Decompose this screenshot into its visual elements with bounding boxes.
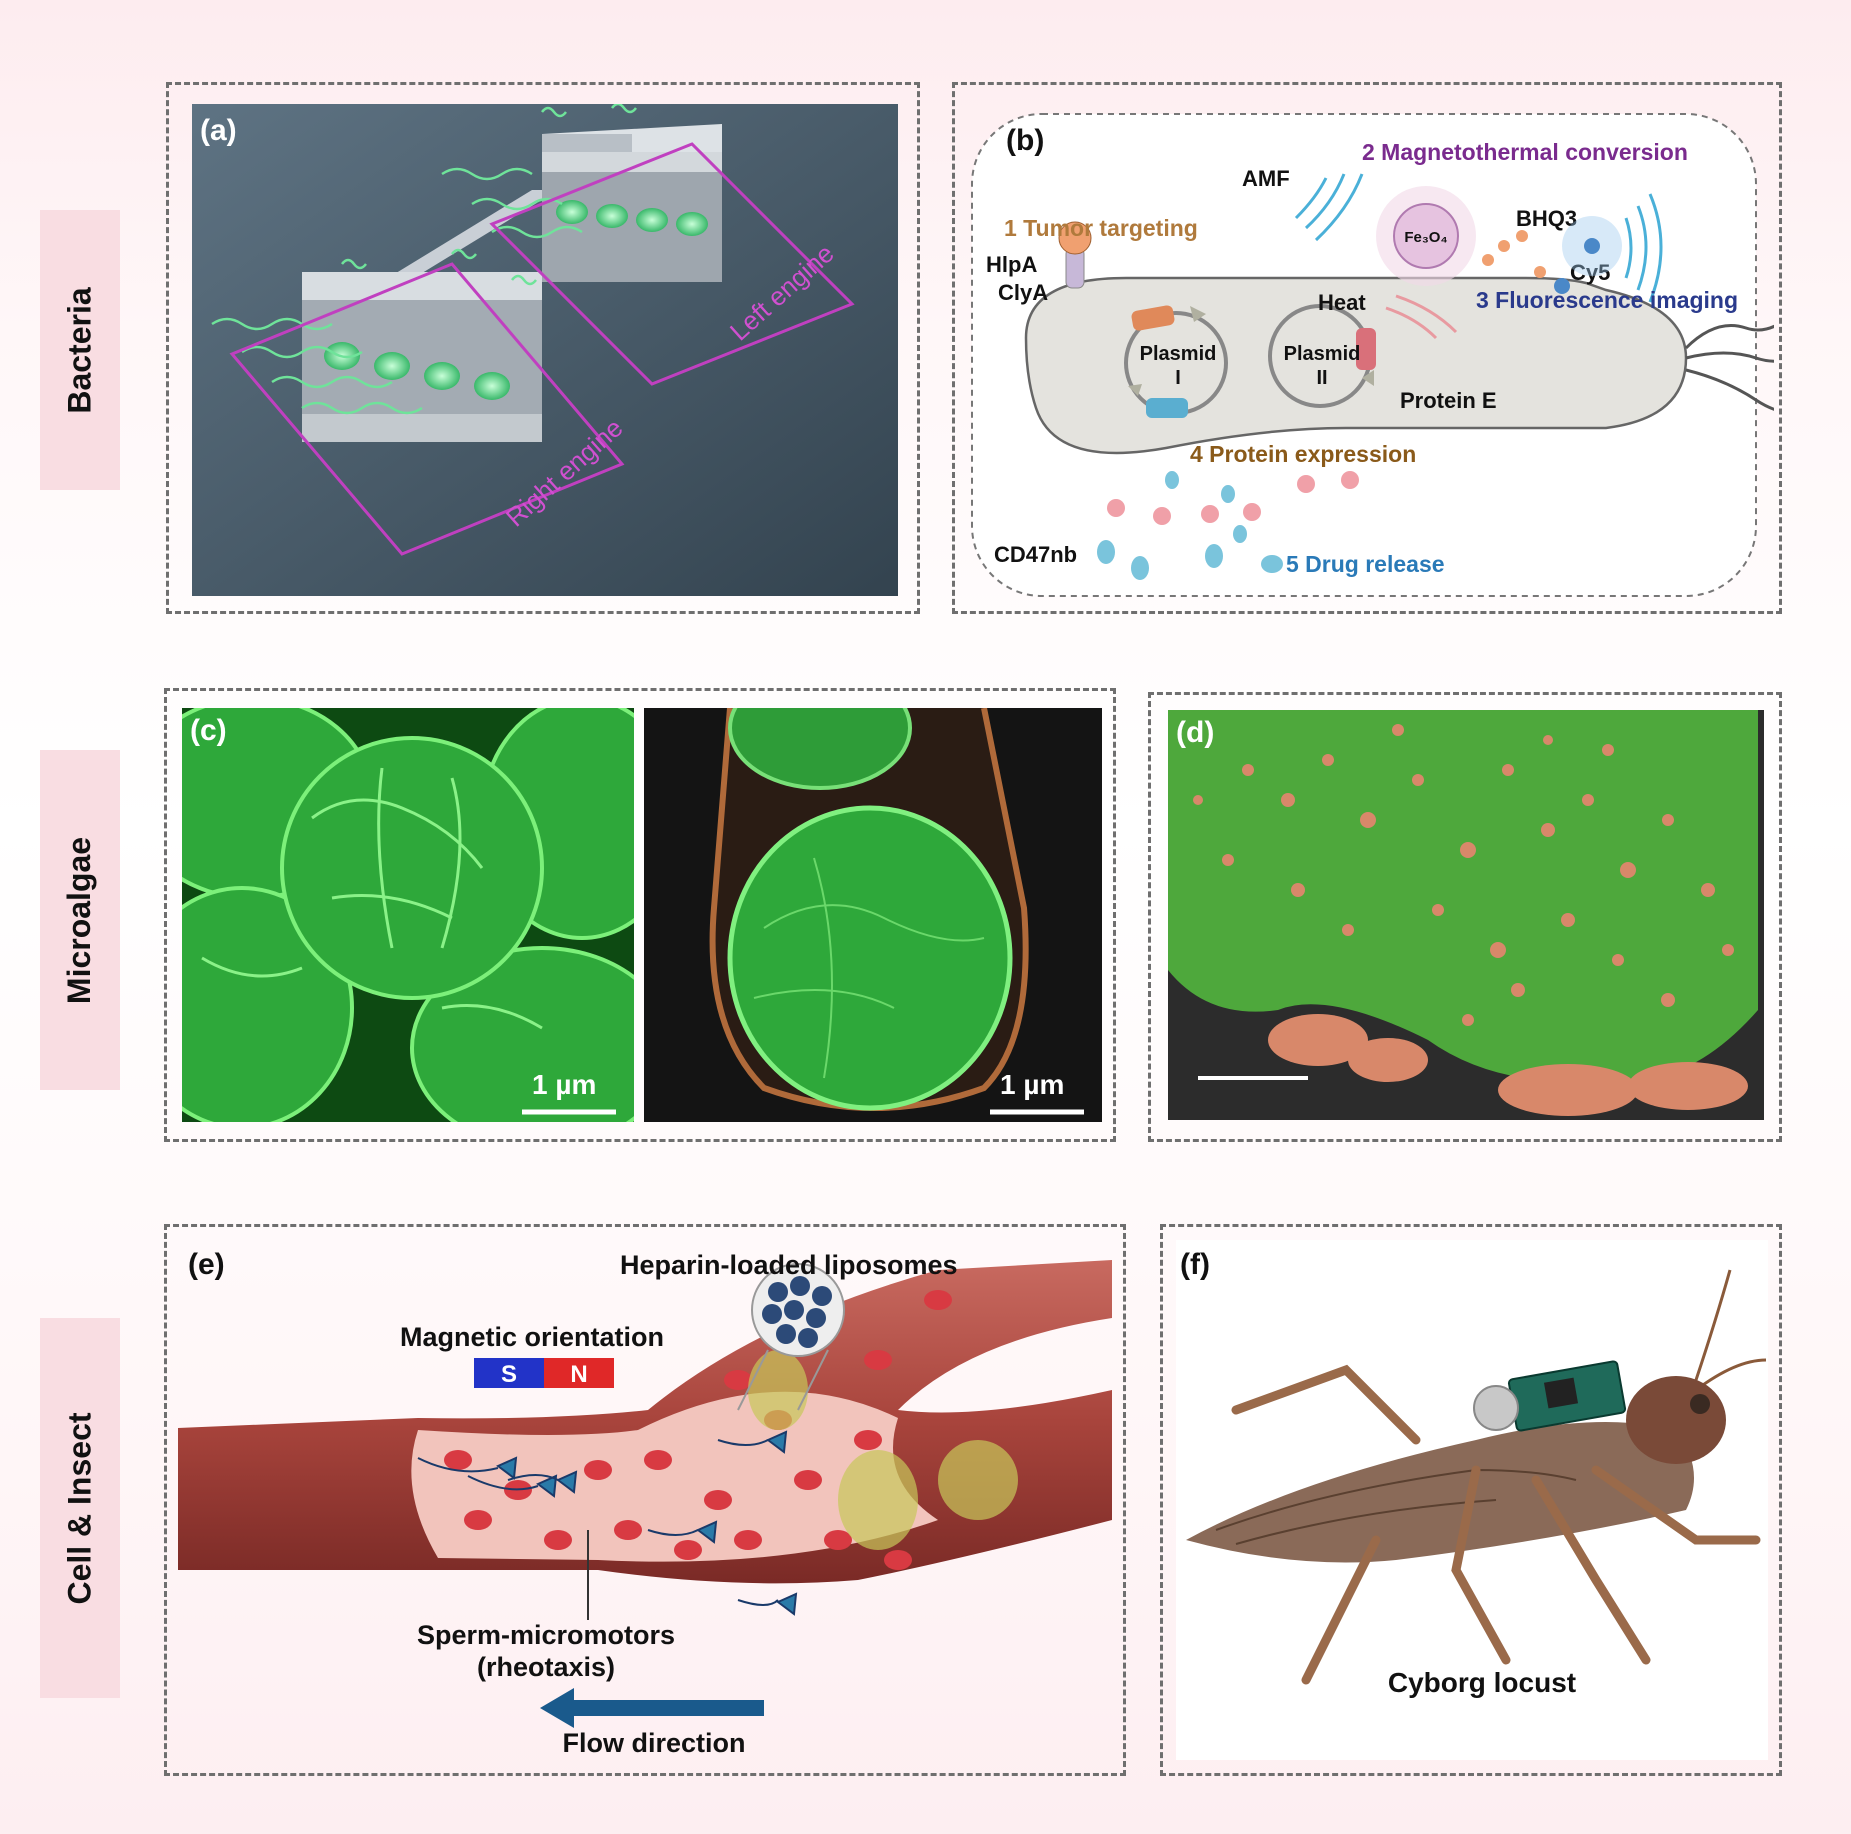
panel-c-right-scale: 1 µm <box>1000 1069 1064 1100</box>
panel-a-image: Left engine Right engine (a) <box>192 104 898 596</box>
fe3o4-label: Fe₃O₄ <box>1404 229 1447 246</box>
clya-label: ClyA <box>998 280 1048 305</box>
plasmid-1-name: Plasmid <box>1140 343 1217 365</box>
cd47nb-label: CD47nb <box>994 542 1077 567</box>
cy5-label: Cy5 <box>1570 260 1610 285</box>
sperm-label-1: Sperm-micromotors <box>417 1620 675 1650</box>
plasmid-1-num: I <box>1175 367 1181 389</box>
row-label-cell-insect-text: Cell & Insect <box>61 1411 98 1605</box>
plasmid-2-name: Plasmid <box>1284 343 1361 365</box>
panel-c-left-scale: 1 µm <box>532 1069 596 1100</box>
row-label-microalgae-text: Microalgae <box>61 836 98 1004</box>
step2-label: 2 Magnetothermal conversion <box>1362 139 1688 165</box>
liposomes-label: Heparin-loaded liposomes <box>620 1250 958 1280</box>
cyborg-locust-label: Cyborg locust <box>1388 1667 1576 1698</box>
flow-direction-label: Flow direction <box>562 1728 745 1758</box>
panel-f-image: (f) Cyborg locust <box>1176 1240 1768 1760</box>
panel-c-label: (c) <box>190 714 227 747</box>
panel-c-right-image: 1 µm <box>644 708 1102 1122</box>
panel-b-label: (b) <box>1006 124 1044 157</box>
step4-label: 4 Protein expression <box>1190 441 1416 467</box>
panel-c-left-image: 1 µm (c) <box>182 708 634 1122</box>
panel-e-label: (e) <box>188 1248 225 1281</box>
bhq3-label: BHQ3 <box>1516 206 1577 231</box>
row-label-bacteria: Bacteria <box>40 210 120 490</box>
frame-d <box>1148 692 1782 1142</box>
row-label-bacteria-text: Bacteria <box>61 286 98 414</box>
panel-f-label: (f) <box>1180 1248 1210 1281</box>
sperm-label-2: (rheotaxis) <box>477 1652 615 1682</box>
step5-label: 5 Drug release <box>1286 551 1445 577</box>
step3-label: 3 Fluorescence imaging <box>1476 287 1738 313</box>
panel-e-diagram: (e) Heparin-loaded liposomes Magnetic or… <box>178 1248 1112 1758</box>
plasmid-2-num: II <box>1316 367 1327 389</box>
frame-f <box>1160 1224 1782 1776</box>
frame-b <box>952 82 1782 614</box>
frame-c <box>164 688 1116 1142</box>
step1-label: 1 Tumor targeting <box>1004 215 1198 241</box>
magnetic-label: Magnetic orientation <box>400 1322 664 1352</box>
panel-a-label: (a) <box>200 114 237 147</box>
panel-d-label: (d) <box>1176 716 1214 749</box>
row-label-microalgae: Microalgae <box>40 750 120 1090</box>
protein-e-label: Protein E <box>1400 388 1497 413</box>
frame-a <box>166 82 920 614</box>
pole-n-label: N <box>570 1361 587 1388</box>
pole-s-label: S <box>501 1361 517 1388</box>
amf-label: AMF <box>1242 166 1290 191</box>
panel-b-diagram: (b) Plasmid I Plasmid II HlpA ClyA 1 Tum… <box>971 113 1774 597</box>
heat-label: Heat <box>1318 290 1366 315</box>
panel-d-image: (d) <box>1168 710 1764 1120</box>
frame-e <box>164 1224 1126 1776</box>
row-label-cell-insect: Cell & Insect <box>40 1318 120 1698</box>
hlpa-label: HlpA <box>986 252 1037 277</box>
